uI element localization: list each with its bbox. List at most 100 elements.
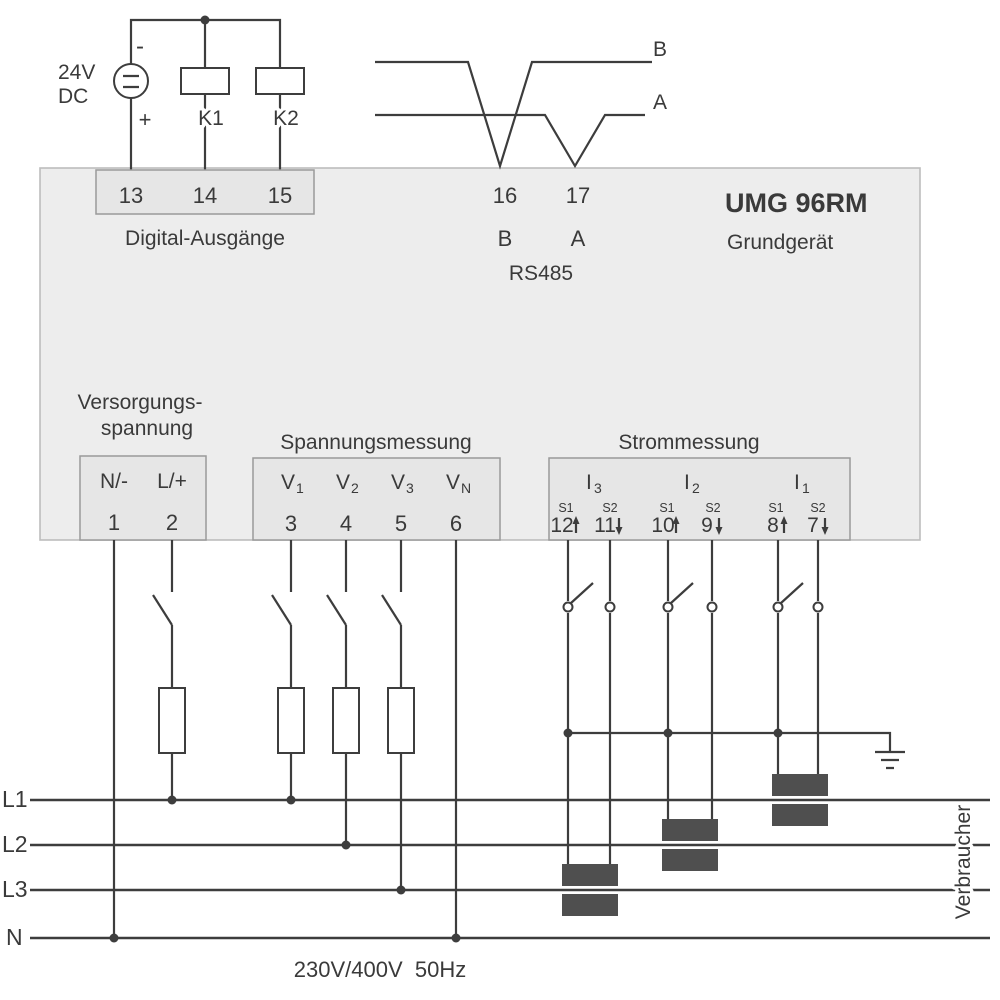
fuse-symbol	[277, 687, 305, 754]
arrow-down-icon	[821, 527, 829, 535]
switch-contact-icon	[706, 601, 718, 613]
junction-dot	[773, 728, 783, 738]
switch-blade-icon	[570, 582, 804, 604]
digital-outputs-section: 13 14 15 Digital-Ausgänge	[95, 169, 315, 250]
terminal-11-label: 11	[594, 514, 616, 537]
terminal-strip-digital-outputs	[95, 169, 315, 215]
s1-label-i1: S1	[768, 501, 783, 515]
device-model: UMG 96RM	[725, 188, 868, 218]
junction-dot	[341, 840, 351, 850]
arrow-down-icon	[715, 527, 723, 535]
v3-sub: 3	[406, 480, 414, 496]
aux-supply-wires	[129, 18, 282, 172]
current-wiring	[562, 540, 905, 916]
relay-k1-box	[180, 67, 230, 95]
junction-dot	[167, 795, 177, 805]
terminal-12-label: 12	[550, 514, 573, 537]
vn-label: V	[446, 471, 460, 494]
mains-rating-label: 230V/400V 50Hz	[294, 957, 466, 982]
current-transformer-i2	[662, 819, 718, 871]
rs485-bus: B A	[375, 38, 667, 170]
current-transformer-i1	[772, 774, 828, 826]
terminal-5-label: 5	[395, 511, 407, 536]
s1-label-i2: S1	[659, 501, 674, 515]
rs485-title: RS485	[509, 262, 573, 285]
switch-contact-icon	[604, 601, 616, 613]
s1-label-i3: S1	[558, 501, 573, 515]
supply-voltage-section: Versorgungs- spannung N/- L/+ 1 2	[78, 391, 207, 541]
junction-dot	[563, 728, 573, 738]
i3-sub: 3	[594, 480, 602, 496]
terminal-1-label: 1	[108, 510, 120, 535]
label-dc: DC	[58, 85, 88, 108]
terminal-7-label: 7	[807, 514, 819, 537]
junction-dot	[663, 728, 673, 738]
s2-label-i2: S2	[705, 501, 720, 515]
terminal-strip-current	[548, 457, 851, 541]
terminal-17-label: 17	[566, 183, 590, 208]
device-variant: Grundgerät	[727, 231, 833, 254]
fuse-symbol	[158, 687, 186, 754]
supply-title-line2: spannung	[101, 417, 193, 440]
current-title: Strommessung	[618, 431, 759, 454]
label-l3: L3	[2, 876, 28, 902]
v2-label: V	[336, 471, 350, 494]
junction-dot	[200, 15, 210, 25]
voltage-measurement-section: Spannungsmessung V 1 V 2 V 3 V N 3 4 5 6	[252, 431, 501, 541]
terminal-16-label: 16	[493, 183, 517, 208]
arrow-up-icon	[780, 516, 788, 524]
ct-bar	[662, 849, 718, 871]
i1-label: I	[794, 471, 800, 494]
v2-sub: 2	[351, 480, 359, 496]
junction-dot	[109, 933, 119, 943]
ct-bar	[662, 819, 718, 841]
terminal-strip-voltage	[252, 457, 501, 541]
relay-k2-box	[255, 67, 305, 95]
junction-dot	[286, 795, 296, 805]
bus-label-b: B	[653, 38, 667, 61]
voltage-title: Spannungsmessung	[280, 431, 471, 454]
supply-title-line1: Versorgungs-	[78, 391, 203, 414]
current-transformer-i3	[562, 864, 618, 916]
switch-contact-icon	[562, 601, 574, 613]
terminal-8-label: 8	[767, 514, 779, 537]
earth-ground-icon	[875, 750, 905, 770]
supply-l-label: L/+	[157, 470, 187, 493]
terminal-10-label: 10	[651, 514, 674, 537]
terminal-strip-supply	[79, 455, 207, 541]
terminal-13-label: 13	[119, 183, 143, 208]
v1-sub: 1	[296, 480, 304, 496]
terminal-15-label: 15	[268, 183, 292, 208]
rs485-bus-a-line	[375, 113, 645, 169]
i2-sub: 2	[692, 480, 700, 496]
bus-label-a: A	[653, 91, 667, 114]
rs485-bus-b-line	[375, 60, 652, 170]
s2-label-i1: S2	[810, 501, 825, 515]
consumer-label: Verbraucher	[952, 805, 975, 919]
switch-contact-icon	[662, 601, 674, 613]
current-direction-arrows	[572, 516, 829, 535]
switch-contact-icon	[812, 601, 824, 613]
junction-dot	[451, 933, 461, 943]
terminal-2-label: 2	[166, 510, 178, 535]
label-l2: L2	[2, 831, 28, 857]
ct-test-switches	[562, 582, 824, 613]
mains-lines: L1 L2 L3 N	[2, 786, 990, 950]
label-n: N	[6, 924, 23, 950]
label-l1: L1	[2, 786, 28, 812]
terminal-6-label: 6	[450, 511, 462, 536]
disconnect-switch-symbol	[326, 594, 347, 626]
terminal-14-label: 14	[193, 183, 217, 208]
ct-bar	[562, 864, 618, 886]
voltage-wiring	[109, 540, 461, 943]
relay-k2-label: K2	[273, 107, 299, 130]
v1-label: V	[281, 471, 295, 494]
supply-n-label: N/-	[100, 470, 128, 493]
terminal-4-label: 4	[340, 511, 352, 536]
terminal-3-label: 3	[285, 511, 297, 536]
disconnect-switch-symbol	[381, 594, 402, 626]
arrow-up-icon	[572, 516, 580, 524]
aux-supply-section: 24V DC - + K1 K2	[58, 15, 305, 172]
v3-label: V	[391, 471, 405, 494]
